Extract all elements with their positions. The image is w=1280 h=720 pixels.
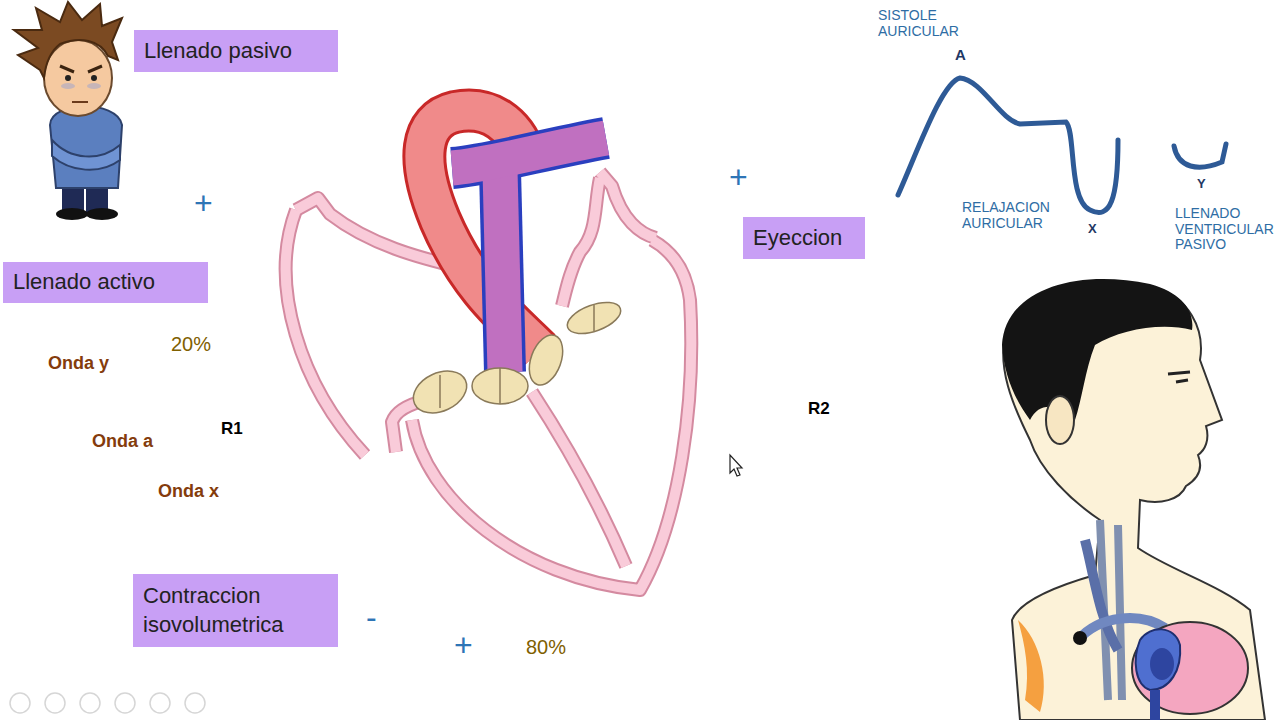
phase-box: Eyeccion (743, 217, 865, 259)
head-profile (1073, 631, 1087, 645)
phase-name: Contraccion isovolumetrica (143, 582, 328, 639)
jvp-waveform (898, 78, 1226, 212)
cartoon-man (61, 83, 75, 89)
phase-name: Llenado activo (13, 268, 198, 297)
cartoon-man (44, 40, 112, 116)
wave-label: Y (1197, 177, 1206, 192)
jvp-waveform (898, 78, 1118, 212)
heart-illustration (523, 330, 569, 389)
cartoon-man (87, 83, 101, 89)
wave-name: Onda a (92, 431, 153, 451)
head-profile (1132, 622, 1248, 714)
phase-name: Llenado pasivo (144, 37, 328, 66)
wave-name: Onda x (158, 481, 219, 501)
cartoon-man (60, 66, 102, 72)
wave-label: SISTOLE AURICULAR (878, 8, 978, 39)
sign-symbol: + (194, 186, 213, 222)
cartoon-man (72, 101, 88, 103)
heart-sound-label: R1 (221, 419, 243, 438)
cartoon-man (14, 2, 122, 78)
slide-controls (45, 693, 65, 713)
sign-symbol: - (366, 600, 377, 636)
head-profile (1046, 396, 1074, 444)
head-profile (1002, 279, 1192, 420)
phase-name: Eyeccion (753, 224, 855, 253)
sign-symbol: + (454, 628, 473, 664)
slide-controls (150, 693, 170, 713)
heart-valve (407, 296, 625, 421)
heart-illustration (452, 138, 606, 372)
slide-controls (185, 693, 205, 713)
mouse-cursor (730, 455, 742, 476)
phase-box: Llenado activo (3, 262, 208, 303)
slide-controls (10, 693, 30, 713)
percentage-label: 20% (171, 333, 211, 355)
head-profile (1168, 372, 1190, 382)
slide-controls (10, 693, 205, 713)
cartoon-man (50, 106, 122, 188)
heart-illustration (452, 138, 606, 372)
head-profile (1136, 629, 1181, 690)
heart-sound-label: R2 (808, 399, 830, 418)
wave-name: Onda y (48, 353, 109, 373)
cartoon-man (56, 208, 88, 220)
cartoon-man (86, 208, 118, 220)
wave-label: A (955, 47, 966, 64)
head-profile (1150, 648, 1174, 680)
wave-label: RELAJACION AURICULAR (962, 200, 1062, 231)
wave-label: X (1088, 222, 1097, 237)
cartoon-man (14, 2, 122, 220)
slide-controls (115, 693, 135, 713)
head-profile (1002, 279, 1265, 720)
phase-box: Llenado pasivo (134, 30, 338, 72)
percentage-label: 80% (526, 636, 566, 658)
phase-box: Contraccion isovolumetrica (133, 574, 338, 647)
cartoon-man (52, 140, 120, 170)
slide-controls (80, 693, 100, 713)
head-profile (1150, 690, 1160, 720)
jvp-waveform (1174, 144, 1226, 167)
heart-illustration (440, 305, 594, 408)
sign-symbol: + (729, 160, 748, 196)
cartoon-man (91, 75, 97, 81)
head-profile (1018, 620, 1044, 712)
cartoon-man (65, 75, 71, 81)
wave-label: LLENADO VENTRICULAR PASIVO (1175, 206, 1279, 253)
heart-illustration (286, 111, 691, 590)
